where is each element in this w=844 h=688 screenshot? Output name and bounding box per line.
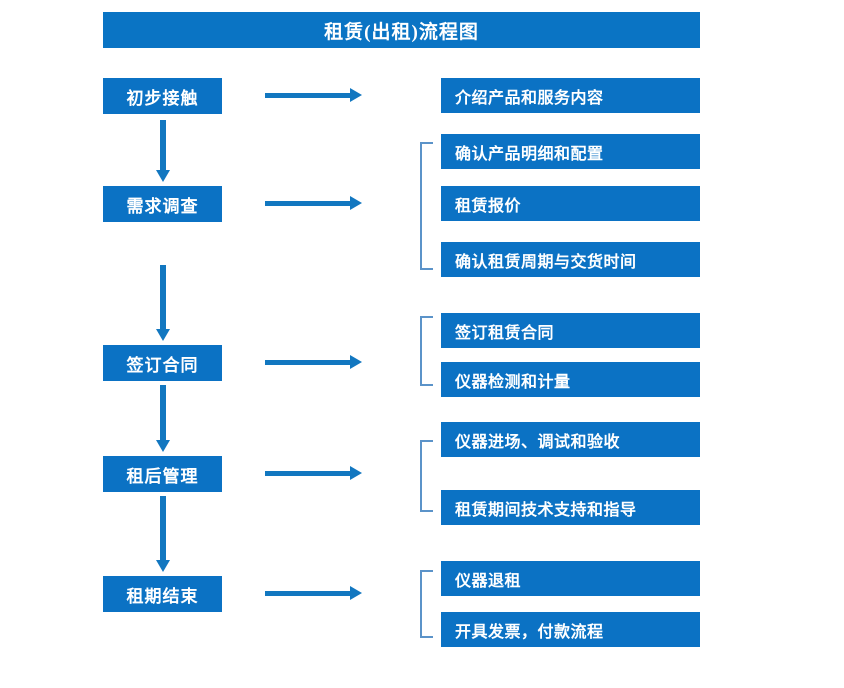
stage-box-sign-contract[interactable]: 签订合同 xyxy=(103,345,222,381)
arrow-shaft xyxy=(265,201,351,206)
detail-box-rental-quotation[interactable]: 租赁报价 xyxy=(441,186,700,221)
arrow-shaft xyxy=(265,360,351,365)
arrow-head xyxy=(156,170,170,182)
detail-box-confirm-product-spec[interactable]: 确认产品明细和配置 xyxy=(441,134,700,169)
arrow-shaft xyxy=(160,496,166,560)
detail-box-instrument-testing[interactable]: 仪器检测和计量 xyxy=(441,362,700,397)
bracket-icon-lease-end-group xyxy=(420,570,433,638)
arrow-head xyxy=(156,440,170,452)
detail-box-introduce-products[interactable]: 介绍产品和服务内容 xyxy=(441,78,700,113)
detail-box-confirm-period[interactable]: 确认租赁周期与交货时间 xyxy=(441,242,700,277)
arrow-head xyxy=(156,329,170,341)
arrow-head xyxy=(156,560,170,572)
detail-box-instrument-return[interactable]: 仪器退租 xyxy=(441,561,700,596)
arrow-shaft xyxy=(265,591,351,596)
page-title: 租赁(出租)流程图 xyxy=(103,12,700,48)
arrow-down-icon-mgmt-to-lease-end xyxy=(156,496,170,572)
arrow-shaft xyxy=(160,265,166,329)
arrow-head xyxy=(350,466,362,480)
stage-box-post-rental-mgmt[interactable]: 租后管理 xyxy=(103,456,222,492)
detail-box-instrument-delivery[interactable]: 仪器进场、调试和验收 xyxy=(441,422,700,457)
detail-box-sign-rental-contract[interactable]: 签订租赁合同 xyxy=(441,313,700,348)
arrow-down-icon-survey-to-contract xyxy=(156,265,170,341)
arrow-right-icon-initial-contact xyxy=(265,88,362,102)
bracket-icon-demand-survey-group xyxy=(420,142,433,270)
bracket-icon-sign-contract-group xyxy=(420,316,433,386)
arrow-shaft xyxy=(265,93,351,98)
detail-box-technical-support[interactable]: 租赁期间技术支持和指导 xyxy=(441,490,700,525)
arrow-right-icon-sign-contract xyxy=(265,355,362,369)
arrow-shaft xyxy=(265,471,351,476)
arrow-shaft xyxy=(160,120,166,170)
arrow-shaft xyxy=(160,385,166,440)
arrow-head xyxy=(350,355,362,369)
arrow-head xyxy=(350,586,362,600)
arrow-down-icon-contact-to-survey xyxy=(156,120,170,182)
arrow-right-icon-lease-end xyxy=(265,586,362,600)
stage-box-initial-contact[interactable]: 初步接触 xyxy=(103,78,222,114)
arrow-head xyxy=(350,196,362,210)
stage-box-demand-survey[interactable]: 需求调查 xyxy=(103,186,222,222)
arrow-right-icon-demand-survey xyxy=(265,196,362,210)
arrow-down-icon-contract-to-mgmt xyxy=(156,385,170,452)
stage-box-lease-end[interactable]: 租期结束 xyxy=(103,576,222,612)
arrow-right-icon-post-rental-mgmt xyxy=(265,466,362,480)
bracket-icon-post-rental-mgmt-group xyxy=(420,440,433,512)
arrow-head xyxy=(350,88,362,102)
detail-box-invoice-payment[interactable]: 开具发票，付款流程 xyxy=(441,612,700,647)
